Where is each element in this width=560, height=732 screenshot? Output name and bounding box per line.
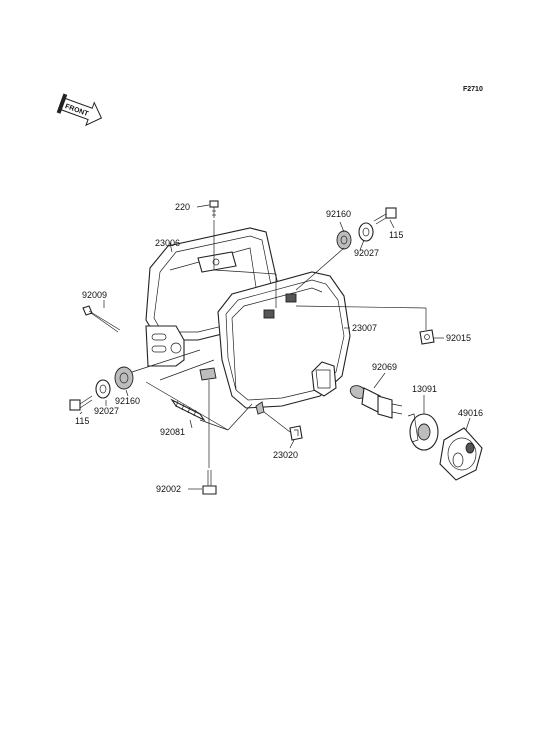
callout-92009: 92009 [82, 290, 107, 300]
front-direction-icon: FRONT [56, 93, 103, 127]
callout-92027-left: 92027 [94, 406, 119, 416]
callout-115-left: 115 [75, 416, 89, 426]
callout-92015: 92015 [446, 333, 471, 343]
bolt-92009 [82, 305, 121, 333]
callout-92027-top: 92027 [354, 248, 379, 258]
callout-92002: 92002 [156, 484, 181, 494]
callout-92160-top: 92160 [326, 209, 351, 219]
screw-220 [209, 200, 219, 218]
callout-13091: 13091 [412, 384, 437, 394]
socket-13091 [407, 413, 439, 451]
spring-92081 [170, 398, 206, 422]
callout-23006: 23006 [155, 238, 180, 248]
nut-92015 [419, 329, 435, 345]
callout-23007: 23007 [352, 323, 377, 333]
clip-23020 [289, 425, 303, 441]
bolt-115-top [373, 207, 397, 225]
callout-92081: 92081 [160, 427, 185, 437]
figure-code: F2710 [463, 86, 483, 93]
callout-220: 220 [175, 202, 190, 212]
grommet-92160-left [114, 366, 134, 390]
callout-49016: 49016 [458, 408, 483, 418]
callout-92160-left: 92160 [115, 396, 140, 406]
leader-lines [79, 204, 471, 490]
bolt-115-left [69, 395, 93, 411]
screw-92002 [202, 470, 217, 495]
cover-49016 [439, 427, 483, 481]
callout-115-top: 115 [389, 230, 403, 240]
headlight-reflector-23007 [217, 271, 351, 415]
callout-92069: 92069 [372, 362, 397, 372]
washer-92027-top [358, 222, 374, 242]
callout-23020: 23020 [273, 450, 298, 460]
grommet-92160-top [336, 230, 352, 250]
washer-92027-left [95, 379, 111, 399]
bulb-92069 [349, 385, 403, 419]
